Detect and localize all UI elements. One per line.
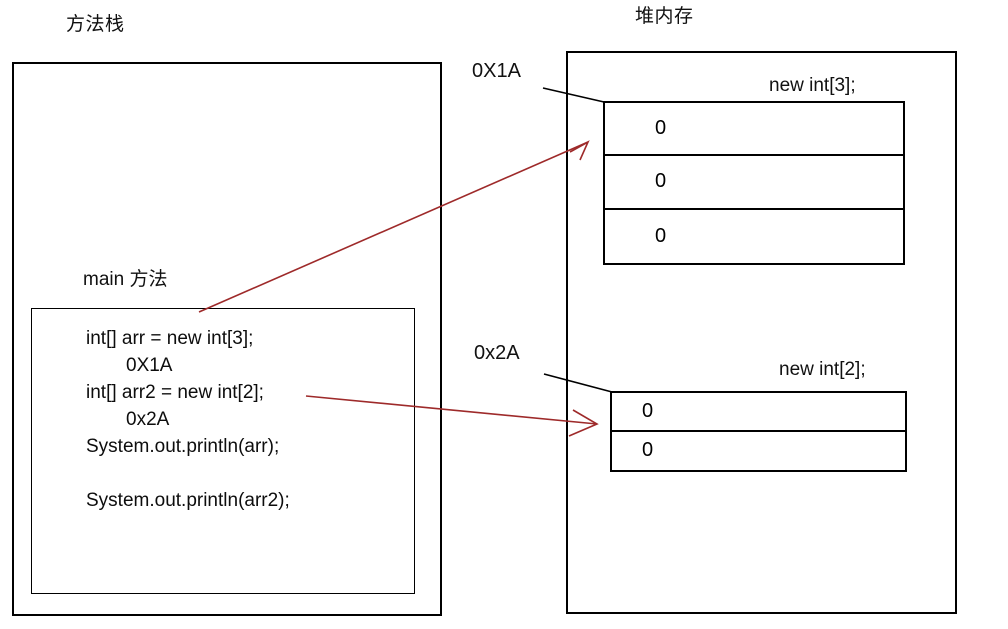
allocation-label-new-int-2: new int[2]; — [779, 359, 866, 380]
heap-section-title: 堆内存 — [635, 6, 694, 27]
code-line-print-arr2: System.out.println(arr2); — [86, 490, 290, 511]
array-cell-value: 0 — [655, 170, 667, 193]
array-cell: 0 — [605, 210, 903, 263]
array-cell: 0 — [612, 432, 905, 471]
stack-section-title: 方法栈 — [66, 14, 125, 35]
code-listing: int[] arr = new int[3]; 0X1A int[] arr2 … — [86, 325, 376, 514]
code-line-arr-address: 0X1A — [126, 355, 173, 376]
main-method-label: main 方法 — [83, 269, 168, 290]
array-cell-value: 0 — [655, 224, 667, 247]
code-line-print-arr: System.out.println(arr); — [86, 436, 280, 457]
array-cell: 0 — [612, 393, 905, 432]
array-cell: 0 — [605, 156, 903, 210]
heap-memory-frame — [566, 51, 957, 614]
heap-address-label-0x2a: 0x2A — [474, 342, 520, 364]
method-stack-frame — [12, 62, 442, 616]
code-line-declare-arr: int[] arr = new int[3]; — [86, 328, 254, 349]
array-cell-value: 0 — [642, 399, 654, 422]
heap-array-object-2: 0 0 — [610, 391, 907, 472]
array-cell-value: 0 — [655, 117, 667, 140]
code-line-blank — [86, 460, 376, 487]
heap-address-label-0x1a: 0X1A — [472, 60, 521, 82]
code-line-declare-arr2: int[] arr2 = new int[2]; — [86, 382, 264, 403]
code-line-arr2-address: 0x2A — [126, 409, 170, 430]
heap-array-object-1: 0 0 0 — [603, 101, 905, 265]
array-cell-value: 0 — [642, 439, 654, 462]
array-cell: 0 — [605, 103, 903, 157]
allocation-label-new-int-3: new int[3]; — [769, 75, 856, 96]
